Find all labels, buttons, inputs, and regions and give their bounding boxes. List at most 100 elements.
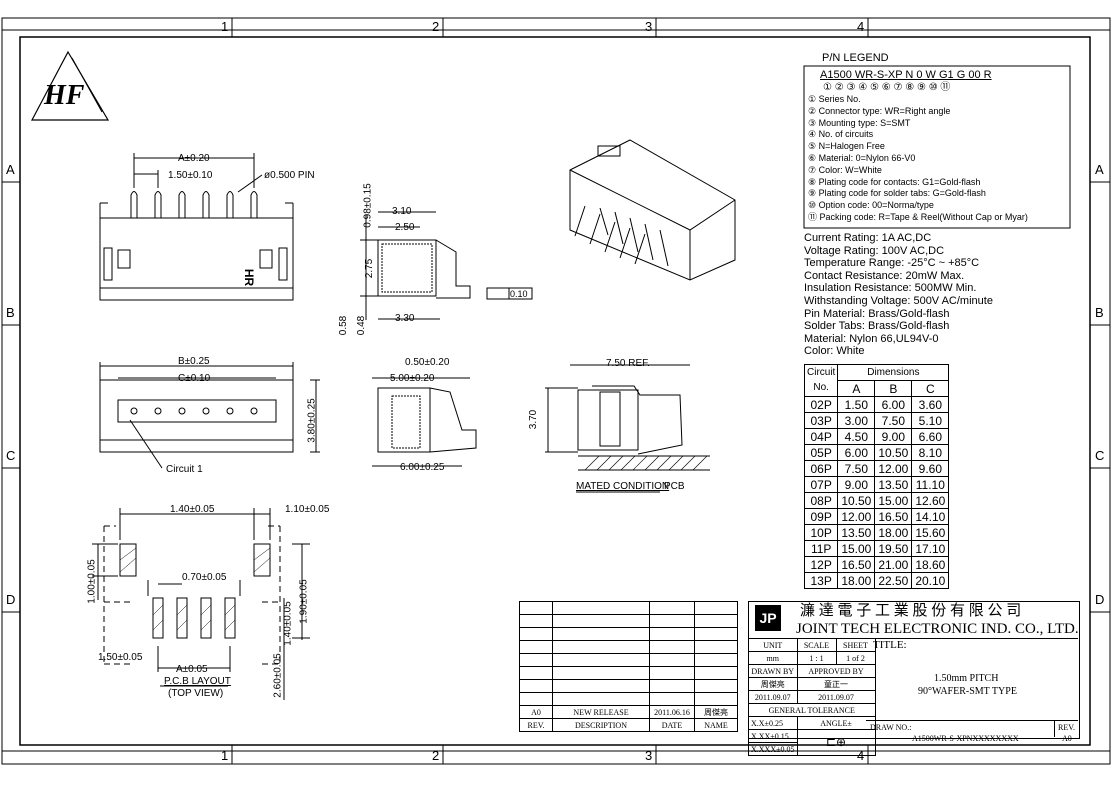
zone-row-d: D	[6, 592, 16, 607]
drawn-date: 2011.09.07	[748, 690, 798, 704]
circuit-no-header: No.	[803, 380, 839, 397]
pcb-d3: 1.00±0.05	[86, 559, 98, 604]
rev-header-desc: DESCRIPTION	[552, 718, 650, 732]
dimension-cell: 15.00	[874, 492, 913, 509]
side-d4: 2.75	[364, 258, 376, 279]
rev-row-desc: NEW RELEASE	[552, 705, 650, 719]
spec-line: Temperature Range: -25°C ~ +85°C	[804, 257, 980, 270]
draw-no: A1500WR-S-XPNXXXXXXXX	[912, 734, 1019, 743]
end-d1: 0.50±0.20	[405, 357, 450, 368]
dimensions-header: Dimensions	[837, 364, 950, 381]
side-d5: 0.58	[338, 315, 350, 336]
legend-item: ⑪ Packing code: R=Tape & Reel(Without Ca…	[808, 211, 1028, 222]
title-line-1: 1.50mm PITCH	[934, 673, 999, 684]
circuit-cell: 10P	[803, 524, 839, 541]
side-d2: 2.50	[395, 222, 415, 233]
dimension-cell: 14.10	[911, 508, 950, 525]
spec-line: Insulation Resistance: 500MW Min.	[804, 282, 977, 295]
dimension-cell: 6.60	[911, 428, 950, 445]
dimension-cell: 7.50	[874, 412, 913, 429]
col-a-header: A	[837, 380, 876, 397]
tol-3: X.XXX±0.05	[748, 742, 798, 756]
dimension-cell: 20.10	[911, 572, 950, 589]
dimension-cell: 9.60	[911, 460, 950, 477]
title-line-2: 90°WAFER-SMT TYPE	[918, 686, 1017, 697]
dimension-cell: 12.60	[911, 492, 950, 509]
side-d6: 0.48	[356, 315, 368, 336]
spec-line: Material: Nylon 66,UL94V-0	[804, 332, 939, 345]
approved-by-label: APPROVED BY	[796, 664, 876, 678]
approved-date: 2011.09.07	[796, 690, 876, 704]
company-name-en: JOINT TECH ELECTRONIC IND. CO., LTD.	[796, 621, 1079, 637]
dimension-cell: 6.00	[837, 444, 876, 461]
pcb-d8: A±0.05	[176, 664, 208, 675]
pcb-d9: 2.60±0.05	[272, 653, 284, 698]
zone-col-3: 3	[645, 19, 653, 34]
dimension-cell: 4.50	[837, 428, 876, 445]
end-d3: 6.00±0.25	[400, 462, 445, 473]
title-block-meta: UNIT SCALE SHEET mm 1 : 1 1 of 2 DRAWN B…	[748, 638, 876, 756]
spec-line: Color: White	[804, 345, 865, 358]
zone-col-1: 1	[221, 19, 229, 34]
side-d3: 0.98±0.15	[362, 183, 374, 228]
pcb-d2: 1.10±0.05	[285, 504, 330, 515]
angle-label: ANGLE±	[796, 716, 876, 730]
dim-pitch: 1.50±0.10	[168, 170, 213, 181]
circuit-cell: 07P	[803, 476, 839, 493]
dimension-cell: 9.00	[837, 476, 876, 493]
dim-c: C±0.10	[178, 373, 211, 384]
mated-height: 3.70	[528, 409, 540, 430]
zone-col-2: 2	[432, 19, 440, 34]
drawn-by-label: DRAWN BY	[748, 664, 798, 678]
dimension-cell: 8.10	[911, 444, 950, 461]
pcb-label: PCB	[664, 481, 685, 492]
legend-item: ⑩ Option code: 00=Norma/type	[808, 200, 934, 211]
zone-col-1-bottom: 1	[221, 748, 229, 763]
dimension-cell: 3.60	[911, 396, 950, 413]
legend-item: ② Connector type: WR=Right angle	[808, 105, 951, 116]
spec-line: Voltage Rating: 100V AC,DC	[804, 244, 945, 257]
company-logo-icon: JP	[755, 605, 781, 631]
pcb-d1: 1.40±0.05	[170, 504, 215, 515]
side-d1: 3.10	[392, 206, 412, 217]
zone-col-4: 4	[857, 19, 865, 34]
circuit-cell: 03P	[803, 412, 839, 429]
legend-code: A1500 WR-S-XP N 0 W G1 G 00 R	[820, 69, 992, 81]
zone-col-4-bottom: 4	[857, 748, 865, 763]
dimension-cell: 12.00	[837, 508, 876, 525]
dimension-cell: 3.00	[837, 412, 876, 429]
zone-col-3-bottom: 3	[645, 748, 653, 763]
dimension-cell: 1.50	[837, 396, 876, 413]
col-b-header: B	[874, 380, 913, 397]
pcb-d5: 1.90±0.05	[298, 579, 310, 624]
mated-label: MATED CONDITION	[576, 481, 670, 492]
legend-item: ⑤ N=Halogen Free	[808, 141, 885, 152]
dimension-cell: 6.00	[874, 396, 913, 413]
dimension-cell: 5.10	[911, 412, 950, 429]
dim-pin: ø0.500 PIN	[264, 170, 315, 181]
zone-row-d-right: D	[1095, 592, 1105, 607]
dim-height: 3.80±0.25	[306, 398, 318, 443]
legend-item: ⑧ Plating code for contacts: G1=Gold-fla…	[808, 176, 981, 187]
zone-row-a-right: A	[1095, 162, 1104, 177]
legend-item: ⑥ Material: 0=Nylon 66-V0	[808, 152, 916, 163]
dimension-cell: 19.50	[874, 540, 913, 557]
dimension-cell: 15.60	[911, 524, 950, 541]
zone-col-2-bottom: 2	[432, 748, 440, 763]
legend-item: ① Series No.	[808, 94, 861, 104]
spec-line: Withstanding Voltage: 500V AC/minute	[804, 294, 993, 307]
pcb-d6: 1.40±0.05	[282, 601, 294, 646]
pcb-d7: 1.50±0.05	[98, 652, 143, 663]
tol-2: X.XX±0.15	[748, 729, 798, 743]
rev-header-name: NAME	[694, 718, 738, 732]
dimension-cell: 7.50	[837, 460, 876, 477]
spec-line: Contact Resistance: 20mW Max.	[804, 269, 965, 282]
